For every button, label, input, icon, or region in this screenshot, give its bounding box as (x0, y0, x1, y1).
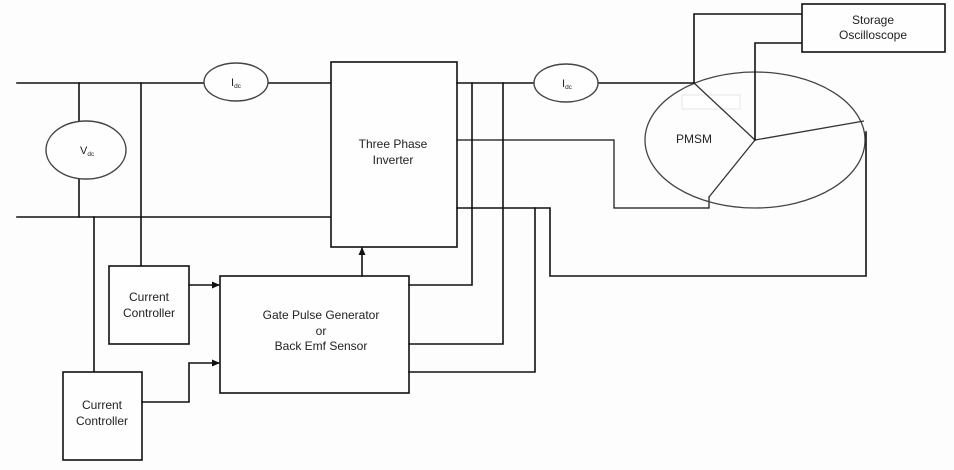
three-phase-inverter-block: Three Phase Inverter (330, 61, 458, 248)
phase-b-output (456, 139, 710, 209)
oscilloscope-label-line-2: Oscilloscope (839, 28, 907, 42)
idc-input-symbol: I (231, 77, 234, 89)
pmsm-winding-b (708, 139, 756, 198)
scope-probe-1 (693, 13, 803, 84)
idc-input-subscript: dc (234, 83, 242, 90)
oscilloscope-label-line-1: Storage (852, 13, 894, 27)
scope-probe-2 (754, 42, 803, 141)
vdc-subscript: dc (87, 151, 95, 158)
current-controller-1-label-line-2: Controller (123, 306, 175, 320)
sense-line-b (408, 82, 504, 345)
sense-line-a (408, 82, 473, 286)
vdc-meter-label: Vdc (80, 145, 95, 158)
idc-output-meter-label: Idc (562, 78, 573, 91)
pmsm-label: PMSM (676, 132, 712, 146)
sense-line-c (408, 207, 536, 373)
inverter-label-line-1: Three Phase (359, 137, 428, 151)
pmsm-winding-a (693, 82, 756, 141)
idc-input-meter-outline (203, 62, 269, 102)
idc-output-subscript: dc (565, 84, 573, 91)
current-controller-1-block: Current Controller (108, 265, 190, 345)
gate-pulse-generator-block: Gate Pulse Generator or Back Emf Sensor (219, 275, 410, 394)
vdc-meter-outline (45, 120, 127, 180)
gate-label-line-1: Gate Pulse Generator (263, 308, 380, 322)
pmsm-blank-patch (681, 94, 741, 110)
controller-2-to-gate-arrow (141, 359, 220, 403)
pmsm-winding-c (754, 120, 865, 141)
current-controller-1-label-line-1: Current (129, 290, 170, 304)
gate-label-line-2: or (316, 324, 327, 338)
gate-label-line-3: Back Emf Sensor (275, 339, 368, 353)
gate-pulse-generator-box (219, 275, 410, 394)
idc-input-meter-label: Idc (231, 77, 242, 90)
current-controller-2-label-line-1: Current (82, 398, 123, 412)
idc-output-symbol: I (562, 78, 565, 90)
idc-input-meter: Idc (203, 62, 269, 102)
current-controller-2-label-line-2: Controller (76, 414, 128, 428)
inverter-label-line-2: Inverter (373, 153, 414, 167)
phase-c-output (456, 131, 867, 277)
idc-output-meter-outline (533, 63, 599, 103)
current-controller-2-box (62, 371, 143, 461)
storage-oscilloscope-block: Storage Oscilloscope (801, 3, 946, 53)
idc-output-meter: Idc (533, 63, 599, 103)
vdc-symbol: V (80, 145, 88, 157)
inverter-box (330, 61, 458, 248)
storage-oscilloscope-box (801, 3, 946, 53)
current-controller-2-block: Current Controller (62, 371, 143, 461)
vdc-meter: Vdc (45, 120, 127, 180)
current-controller-1-box (108, 265, 190, 345)
